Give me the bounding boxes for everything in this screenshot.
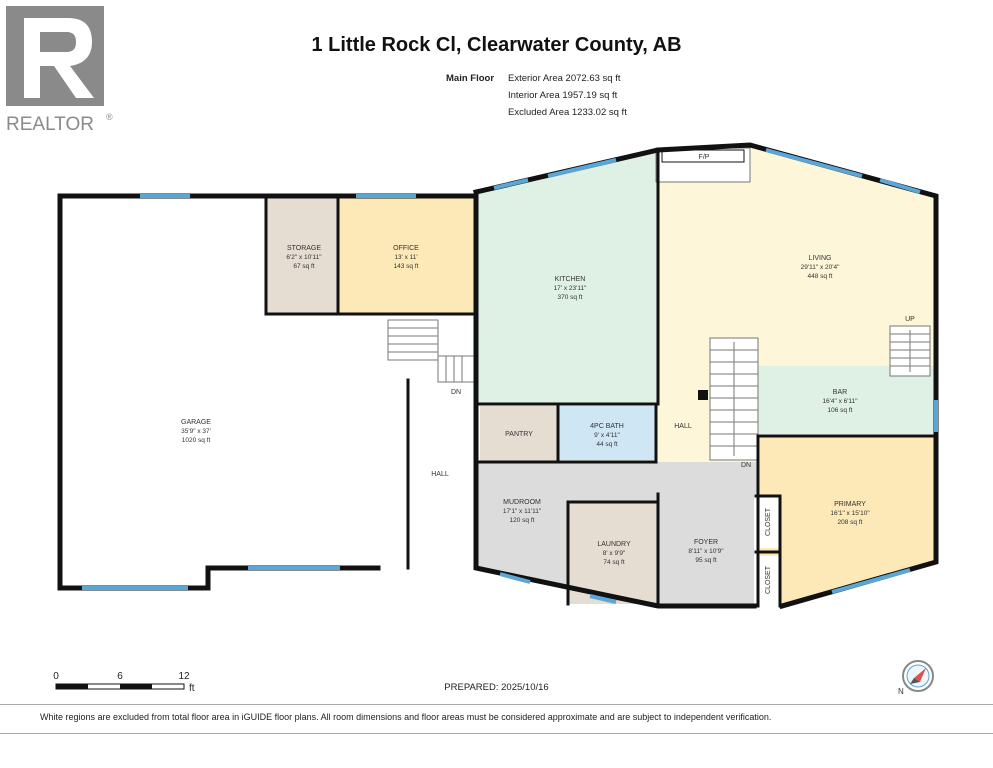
hall-center-label: HALL — [674, 423, 692, 430]
scale-bar: 0 6 12 ft — [53, 671, 195, 694]
primary-room — [760, 436, 936, 606]
living-dims: 29'11" x 20'4" — [801, 264, 840, 271]
garage-area: 1020 sq ft — [182, 437, 211, 444]
living-room — [658, 146, 936, 366]
bath-area: 44 sq ft — [596, 441, 618, 448]
pantry-name: PANTRY — [505, 431, 533, 438]
office-area: 143 sq ft — [394, 263, 419, 270]
storage-dims: 6'2" x 10'11" — [286, 254, 322, 261]
mudroom-dims: 17'1" x 11'11" — [503, 508, 542, 515]
kitchen-name: KITCHEN — [555, 276, 586, 283]
prepared-date: PREPARED: 2025/10/16 — [444, 682, 549, 693]
living-name: LIVING — [809, 255, 832, 262]
closet-lower-label: CLOSET — [765, 565, 772, 594]
bar-area: 106 sq ft — [828, 407, 853, 414]
exterior-area: Exterior Area 2072.63 sq ft — [508, 73, 621, 84]
office-room — [338, 196, 476, 314]
laundry-name: LAUNDRY — [597, 541, 631, 548]
foyer-area: 95 sq ft — [695, 557, 717, 564]
pantry-room — [480, 406, 558, 462]
dn-left-label: DN — [451, 389, 461, 396]
foyer-name: FOYER — [694, 539, 718, 546]
stairs-right — [889, 325, 931, 377]
realtor-logo: REALTOR ® — [6, 6, 113, 135]
excluded-area: Excluded Area 1233.02 sq ft — [508, 107, 627, 118]
disclaimer-text: White regions are excluded from total fl… — [40, 712, 772, 722]
logo-wordmark: REALTOR — [6, 114, 94, 135]
laundry-dims: 8' x 9'9" — [603, 550, 626, 557]
disclaimer-bar — [0, 704, 993, 734]
closet-upper — [756, 496, 780, 548]
hall-left — [408, 380, 476, 568]
closet-upper-label: CLOSET — [765, 507, 772, 536]
up-label: UP — [905, 316, 915, 323]
floor-label: Main Floor — [446, 73, 495, 84]
logo-trademark: ® — [106, 112, 113, 122]
primary-area: 208 sq ft — [838, 519, 863, 526]
bar-dims: 16'4" x 6'11" — [822, 398, 858, 405]
bar-name: BAR — [833, 389, 847, 396]
logo-r-glyph — [24, 18, 94, 98]
page-title: 1 Little Rock Cl, Clearwater County, AB — [311, 34, 682, 56]
scale-tick-12: 12 — [178, 671, 190, 682]
windows — [82, 148, 938, 604]
north-arrow-icon: N — [898, 660, 934, 696]
closet-lower — [756, 556, 780, 606]
scale-unit: ft — [189, 683, 195, 694]
bath-room — [558, 406, 656, 460]
compass-label: N — [898, 687, 904, 696]
area-summary: Main Floor Exterior Area 2072.63 sq ft I… — [446, 70, 627, 121]
storage-room — [266, 196, 338, 314]
kitchen-room — [478, 152, 658, 404]
primary-dims: 16'1" x 15'10" — [830, 510, 870, 517]
room-labels: GARAGE 35'9" x 37' 1020 sq ft STORAGE 6'… — [181, 154, 915, 594]
scale-tick-0: 0 — [53, 671, 59, 682]
living-area: 448 sq ft — [808, 273, 833, 280]
kitchen-dims: 17' x 23'11" — [554, 285, 588, 292]
hall-left-label: HALL — [431, 471, 449, 478]
garage-name: GARAGE — [181, 419, 211, 426]
dn-center-label: DN — [741, 462, 751, 469]
post — [698, 390, 708, 400]
kitchen-area: 370 sq ft — [558, 294, 583, 301]
mudroom-area: 120 sq ft — [510, 517, 535, 524]
scale-tick-6: 6 — [117, 671, 123, 682]
fireplace-label: F/P — [699, 154, 710, 161]
laundry-area: 74 sq ft — [603, 559, 625, 566]
mudroom-name: MUDROOM — [503, 499, 541, 506]
foyer-dims: 8'11" x 10'9" — [688, 548, 724, 555]
office-name: OFFICE — [393, 245, 419, 252]
garage-dims: 35'9" x 37' — [181, 428, 211, 435]
stairs-center — [709, 337, 759, 461]
foyer-room — [658, 494, 754, 606]
bar-room — [758, 366, 936, 434]
storage-area: 67 sq ft — [293, 263, 315, 270]
bath-dims: 9' x 4'11" — [594, 432, 620, 439]
storage-name: STORAGE — [287, 245, 321, 252]
primary-name: PRIMARY — [834, 501, 866, 508]
interior-area: Interior Area 1957.19 sq ft — [508, 90, 618, 101]
bath-name: 4PC BATH — [590, 423, 624, 430]
laundry-room — [568, 502, 656, 604]
office-dims: 13' x 11' — [394, 254, 417, 261]
